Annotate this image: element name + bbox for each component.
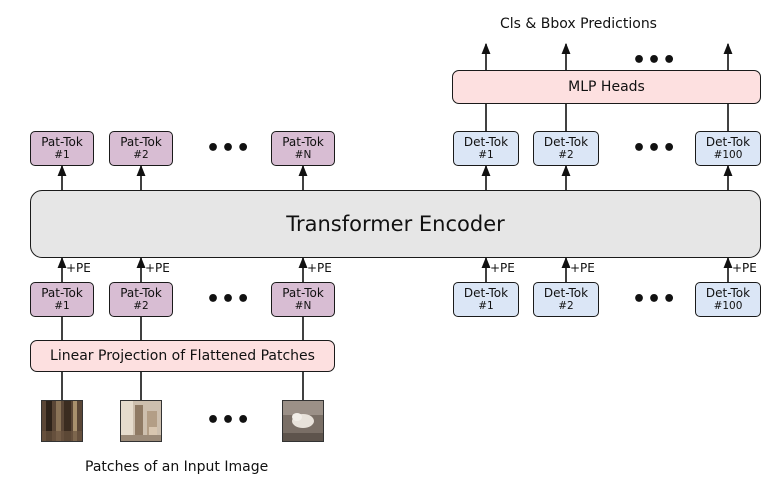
- token-name: Pat-Tok: [41, 286, 83, 300]
- token-name: Pat-Tok: [41, 135, 83, 149]
- token-index: #2: [133, 300, 149, 312]
- predictions-caption: Cls & Bbox Predictions: [500, 16, 657, 32]
- token-name: Pat-Tok: [120, 135, 162, 149]
- transformer-encoder-label: Transformer Encoder: [286, 212, 505, 236]
- det-token-out-100: Det-Tok #100: [695, 131, 761, 166]
- image-patch-n: [282, 400, 324, 442]
- patch-token-in-n: Pat-Tok #N: [271, 282, 335, 317]
- pe-label: +PE: [490, 261, 515, 275]
- pe-label: +PE: [732, 261, 757, 275]
- mlp-heads-label: MLP Heads: [568, 79, 645, 95]
- token-name: Det-Tok: [463, 135, 509, 149]
- token-index: #2: [558, 300, 574, 312]
- image-patch-1: [41, 400, 83, 442]
- patches-caption: Patches of an Input Image: [85, 459, 269, 475]
- det-token-in-ellipsis: •••: [632, 287, 678, 312]
- token-name: Det-Tok: [543, 286, 589, 300]
- patch-token-in-1: Pat-Tok #1: [30, 282, 94, 317]
- token-index: #1: [478, 149, 494, 161]
- pe-label: +PE: [66, 261, 91, 275]
- token-name: Det-Tok: [705, 135, 751, 149]
- token-name: Pat-Tok: [282, 135, 324, 149]
- token-index: #2: [133, 149, 149, 161]
- token-index: #2: [558, 149, 574, 161]
- det-token-out-2: Det-Tok #2: [533, 131, 599, 166]
- patch-texture: [283, 401, 323, 441]
- token-index: #1: [478, 300, 494, 312]
- token-index: #N: [294, 300, 312, 312]
- token-name: Pat-Tok: [282, 286, 324, 300]
- token-name: Det-Tok: [543, 135, 589, 149]
- patch-token-out-2: Pat-Tok #2: [109, 131, 173, 166]
- token-name: Det-Tok: [463, 286, 509, 300]
- patch-token-out-ellipsis: •••: [206, 136, 252, 161]
- patch-token-out-n: Pat-Tok #N: [271, 131, 335, 166]
- pe-label: +PE: [307, 261, 332, 275]
- patch-token-in-ellipsis: •••: [206, 287, 252, 312]
- linear-projection-box: Linear Projection of Flattened Patches: [30, 340, 335, 372]
- token-name: Pat-Tok: [120, 286, 162, 300]
- det-token-out-ellipsis: •••: [632, 136, 678, 161]
- linear-projection-label: Linear Projection of Flattened Patches: [50, 348, 315, 364]
- pe-label: +PE: [570, 261, 595, 275]
- token-index: #1: [54, 149, 70, 161]
- token-index: #100: [713, 149, 743, 161]
- token-name: Det-Tok: [705, 286, 751, 300]
- token-index: #100: [713, 300, 743, 312]
- prediction-ellipsis: •••: [632, 48, 678, 73]
- mlp-heads-box: MLP Heads: [452, 70, 761, 104]
- pe-label: +PE: [145, 261, 170, 275]
- det-token-in-2: Det-Tok #2: [533, 282, 599, 317]
- token-index: #1: [54, 300, 70, 312]
- patch-texture: [42, 401, 82, 441]
- det-token-out-1: Det-Tok #1: [453, 131, 519, 166]
- image-patch-2: [120, 400, 162, 442]
- det-token-in-1: Det-Tok #1: [453, 282, 519, 317]
- patch-token-in-2: Pat-Tok #2: [109, 282, 173, 317]
- image-patch-ellipsis: •••: [206, 408, 252, 433]
- patch-texture: [121, 401, 161, 441]
- det-token-in-100: Det-Tok #100: [695, 282, 761, 317]
- token-index: #N: [294, 149, 312, 161]
- transformer-encoder-box: Transformer Encoder: [30, 190, 761, 258]
- patch-token-out-1: Pat-Tok #1: [30, 131, 94, 166]
